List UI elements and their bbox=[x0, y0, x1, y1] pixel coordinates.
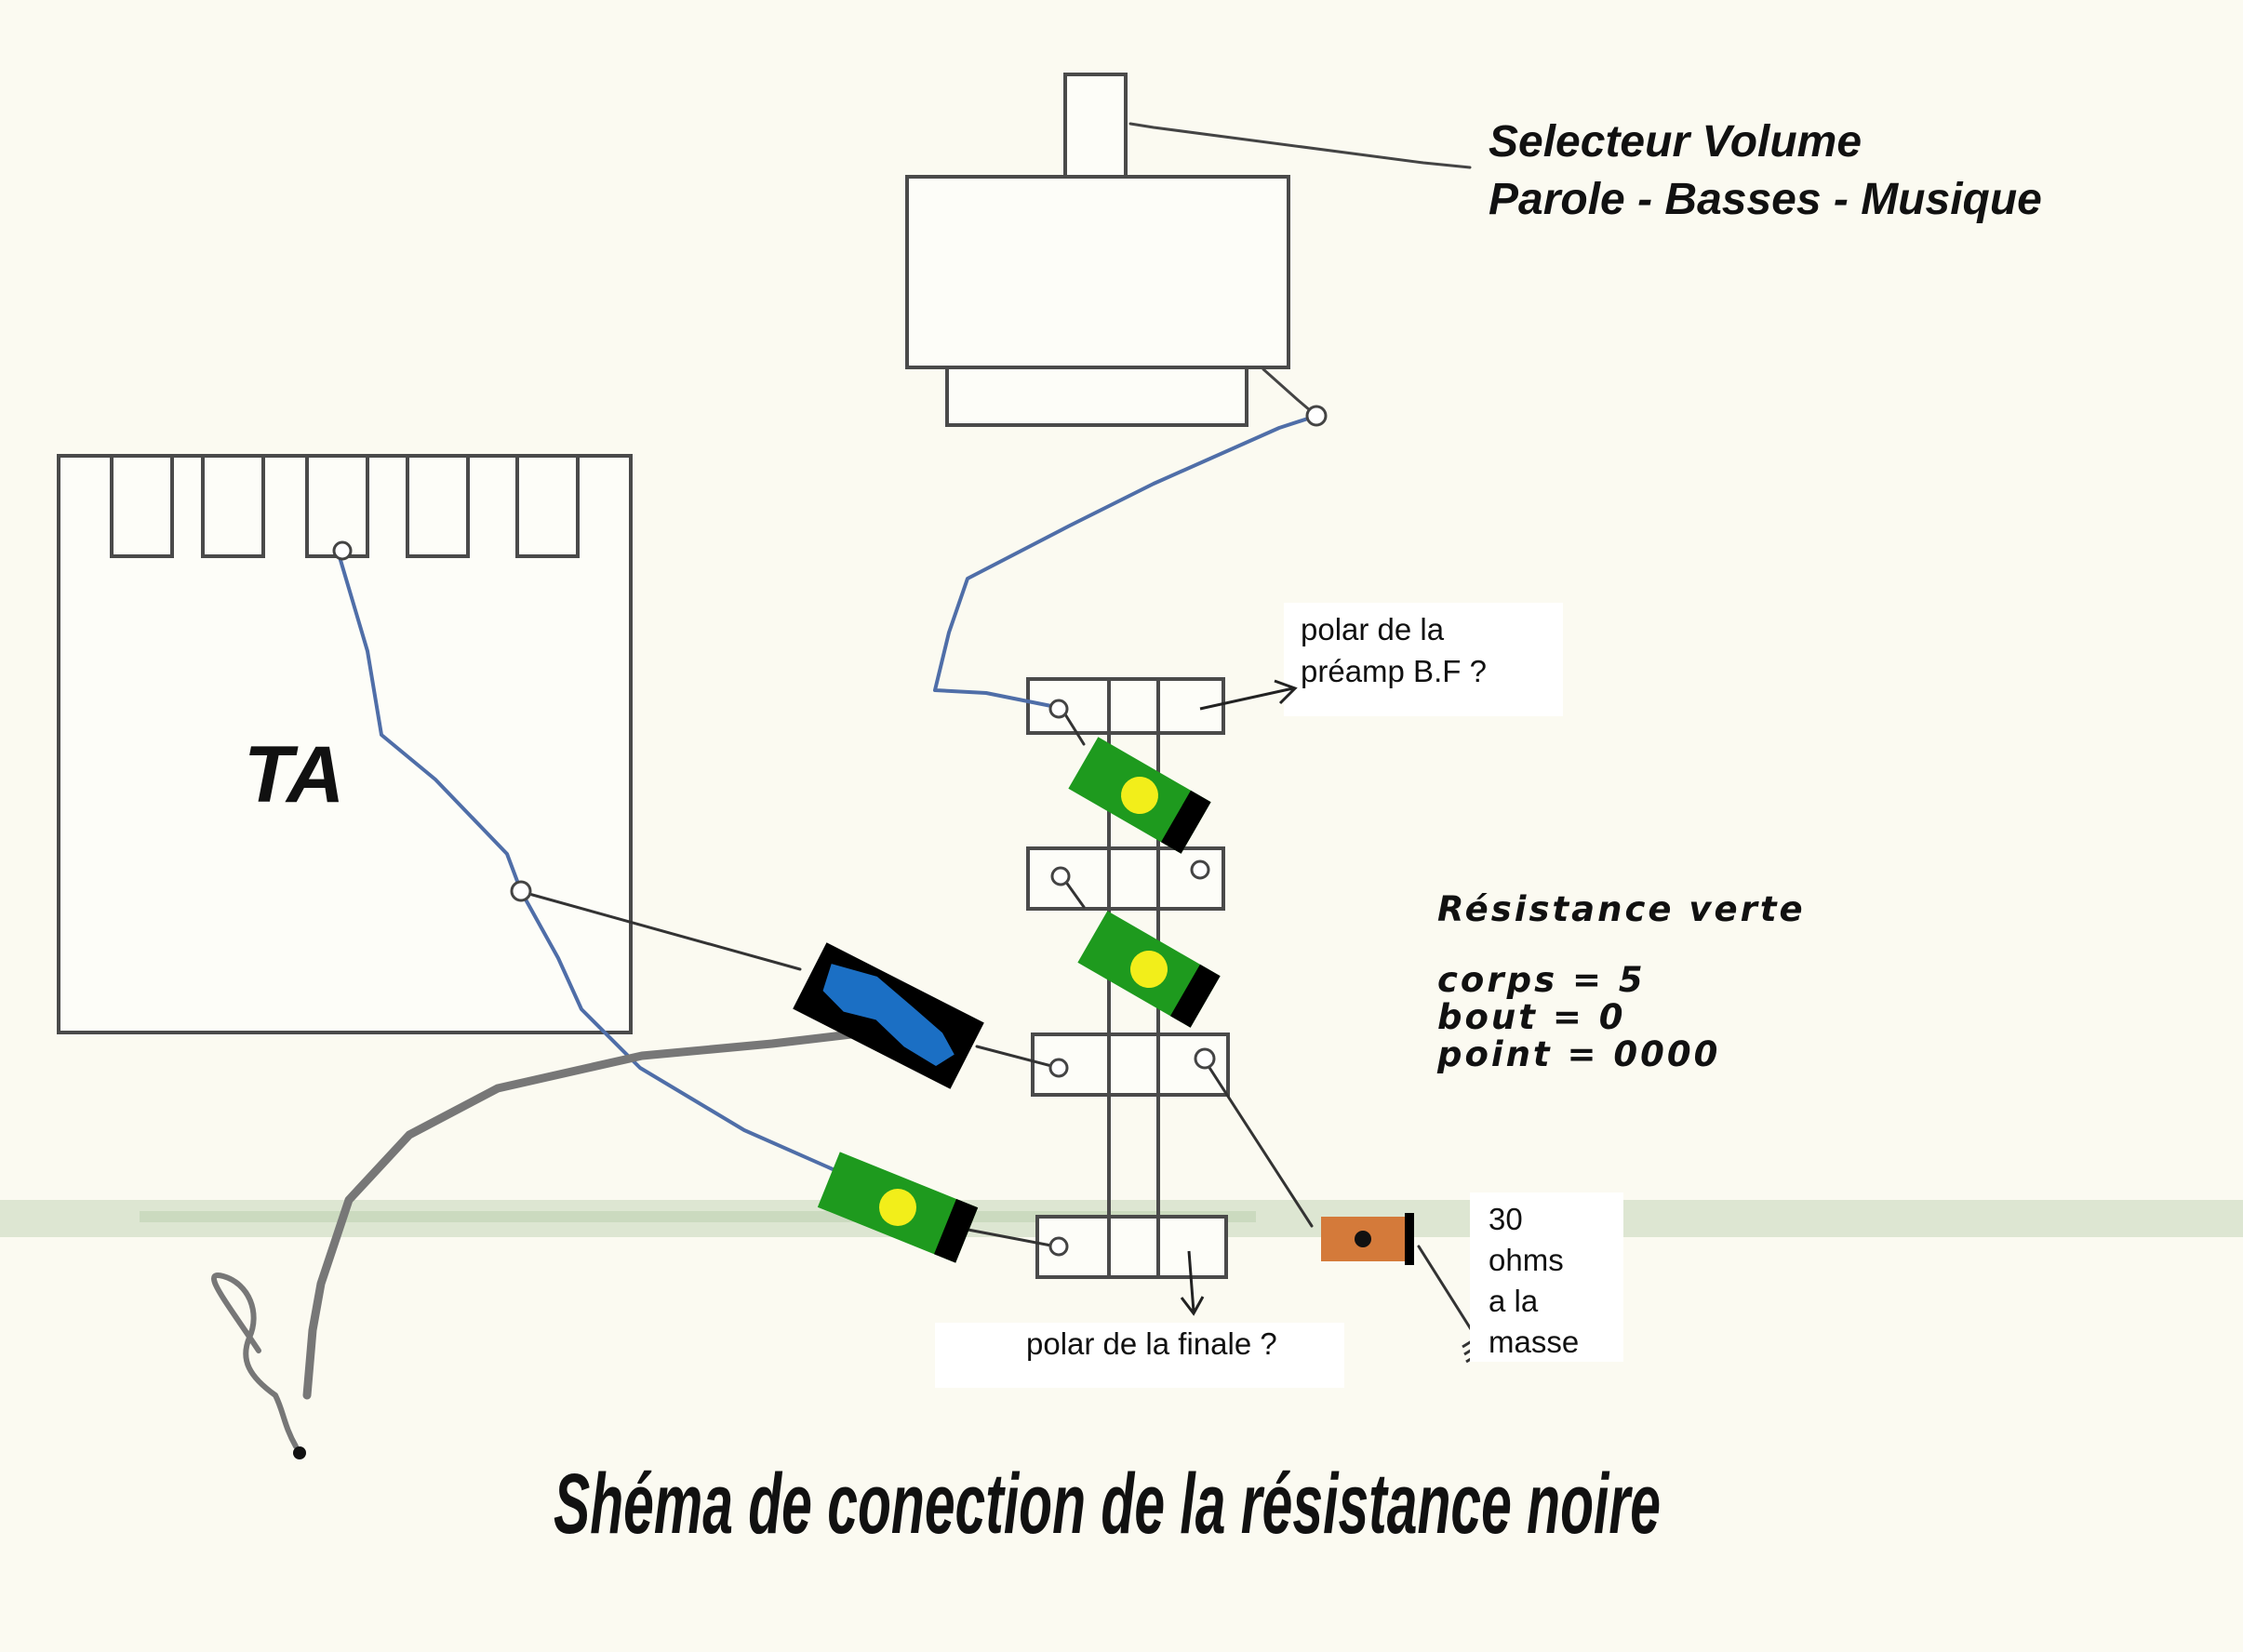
resistor-band bbox=[934, 1198, 979, 1263]
solder-point-icon bbox=[1305, 405, 1328, 427]
solder-points bbox=[332, 405, 1328, 1257]
resistor-icon bbox=[1321, 1213, 1414, 1265]
ta-label: TA bbox=[244, 730, 344, 819]
resistance-point: point = 0000 bbox=[1436, 1034, 1720, 1074]
resistance-title: Résistance verte bbox=[1437, 889, 1806, 929]
resistor-icon bbox=[1077, 911, 1221, 1028]
resistor-color-dot bbox=[1130, 951, 1168, 988]
resistor-band bbox=[1169, 964, 1221, 1028]
selector-body bbox=[905, 175, 1290, 369]
ohms-line2: ohms bbox=[1489, 1243, 1564, 1277]
wire-dark-green-resistor-bottom-to-strip bbox=[956, 1226, 1058, 1248]
diagram-caption: Shéma de conection de la résistance noir… bbox=[554, 1457, 1661, 1552]
wire-dark-ta-to-black-resistor bbox=[517, 889, 802, 971]
solder-point-icon bbox=[332, 540, 353, 561]
ta-tab-4 bbox=[406, 454, 470, 558]
selector-shaft bbox=[1063, 73, 1128, 179]
volume-selector-switch bbox=[905, 73, 1290, 427]
resistor-band bbox=[1160, 790, 1211, 854]
resistor-icon bbox=[1068, 737, 1211, 854]
solder-point-icon bbox=[1050, 866, 1071, 886]
wire-dark-selector-shaft bbox=[1128, 122, 1472, 169]
selector-base bbox=[945, 366, 1248, 427]
lead-end-dot bbox=[293, 1446, 306, 1459]
wire-dark-strip-to-orange-resistor bbox=[1203, 1059, 1314, 1228]
arrow-preamp-icon bbox=[1199, 679, 1298, 711]
solder-point-icon bbox=[1048, 1236, 1069, 1257]
ohms-line4: masse bbox=[1489, 1325, 1579, 1359]
solder-point-icon bbox=[1190, 859, 1210, 880]
terminal-row-4 bbox=[1035, 1215, 1228, 1279]
solder-point-icon bbox=[510, 880, 532, 902]
ta-tab-1 bbox=[110, 454, 174, 558]
polar-preamp-backdrop bbox=[1284, 603, 1563, 716]
wire-blue-selector-to-strip bbox=[933, 414, 1318, 709]
ta-tab-5 bbox=[515, 454, 580, 558]
selector-label-line1: Selecteur Volume bbox=[1489, 117, 1862, 167]
ta-tab-2 bbox=[201, 454, 265, 558]
resistor-icon bbox=[817, 1152, 979, 1263]
wire-gray-curl bbox=[211, 1272, 299, 1449]
arrow-finale-icon bbox=[1180, 1250, 1205, 1316]
solder-point-icon bbox=[1048, 1058, 1069, 1078]
polar-finale-label: polar de la finale ? bbox=[1026, 1326, 1277, 1361]
wire-dark-black-resistor-to-strip bbox=[975, 1045, 1061, 1070]
ohms-line3: a la bbox=[1489, 1284, 1539, 1318]
polar-preamp-line2: préamp B.F ? bbox=[1301, 654, 1487, 688]
resistor-color-dot bbox=[879, 1189, 916, 1226]
solder-point-icon bbox=[1194, 1047, 1216, 1070]
solder-point-icon bbox=[1048, 699, 1069, 719]
resistor-band bbox=[1405, 1213, 1414, 1265]
ohms-backdrop bbox=[1470, 1192, 1623, 1362]
wire-gray-flying-lead bbox=[302, 1030, 856, 1400]
resistor-blue-paint bbox=[822, 964, 955, 1067]
selector-label-line2: Parole - Basses - Musique bbox=[1489, 175, 2042, 224]
resistor-color-dot bbox=[1355, 1231, 1371, 1247]
resistor-color-dot bbox=[1121, 777, 1158, 814]
resistor-icon bbox=[793, 942, 984, 1089]
label-backgrounds bbox=[935, 603, 1623, 1388]
wire-dark-orange-resistor-to-ground bbox=[1417, 1245, 1479, 1341]
resistance-corps: corps = 5 bbox=[1437, 960, 1646, 1000]
polar-finale-backdrop bbox=[935, 1323, 1344, 1388]
polar-preamp-line1: polar de la bbox=[1301, 612, 1445, 646]
annotation-arrows bbox=[1180, 679, 1298, 1316]
ohms-line1: 30 bbox=[1489, 1202, 1523, 1236]
terminal-strip bbox=[1026, 677, 1230, 1279]
resistance-bout: bout = 0 bbox=[1437, 997, 1625, 1037]
